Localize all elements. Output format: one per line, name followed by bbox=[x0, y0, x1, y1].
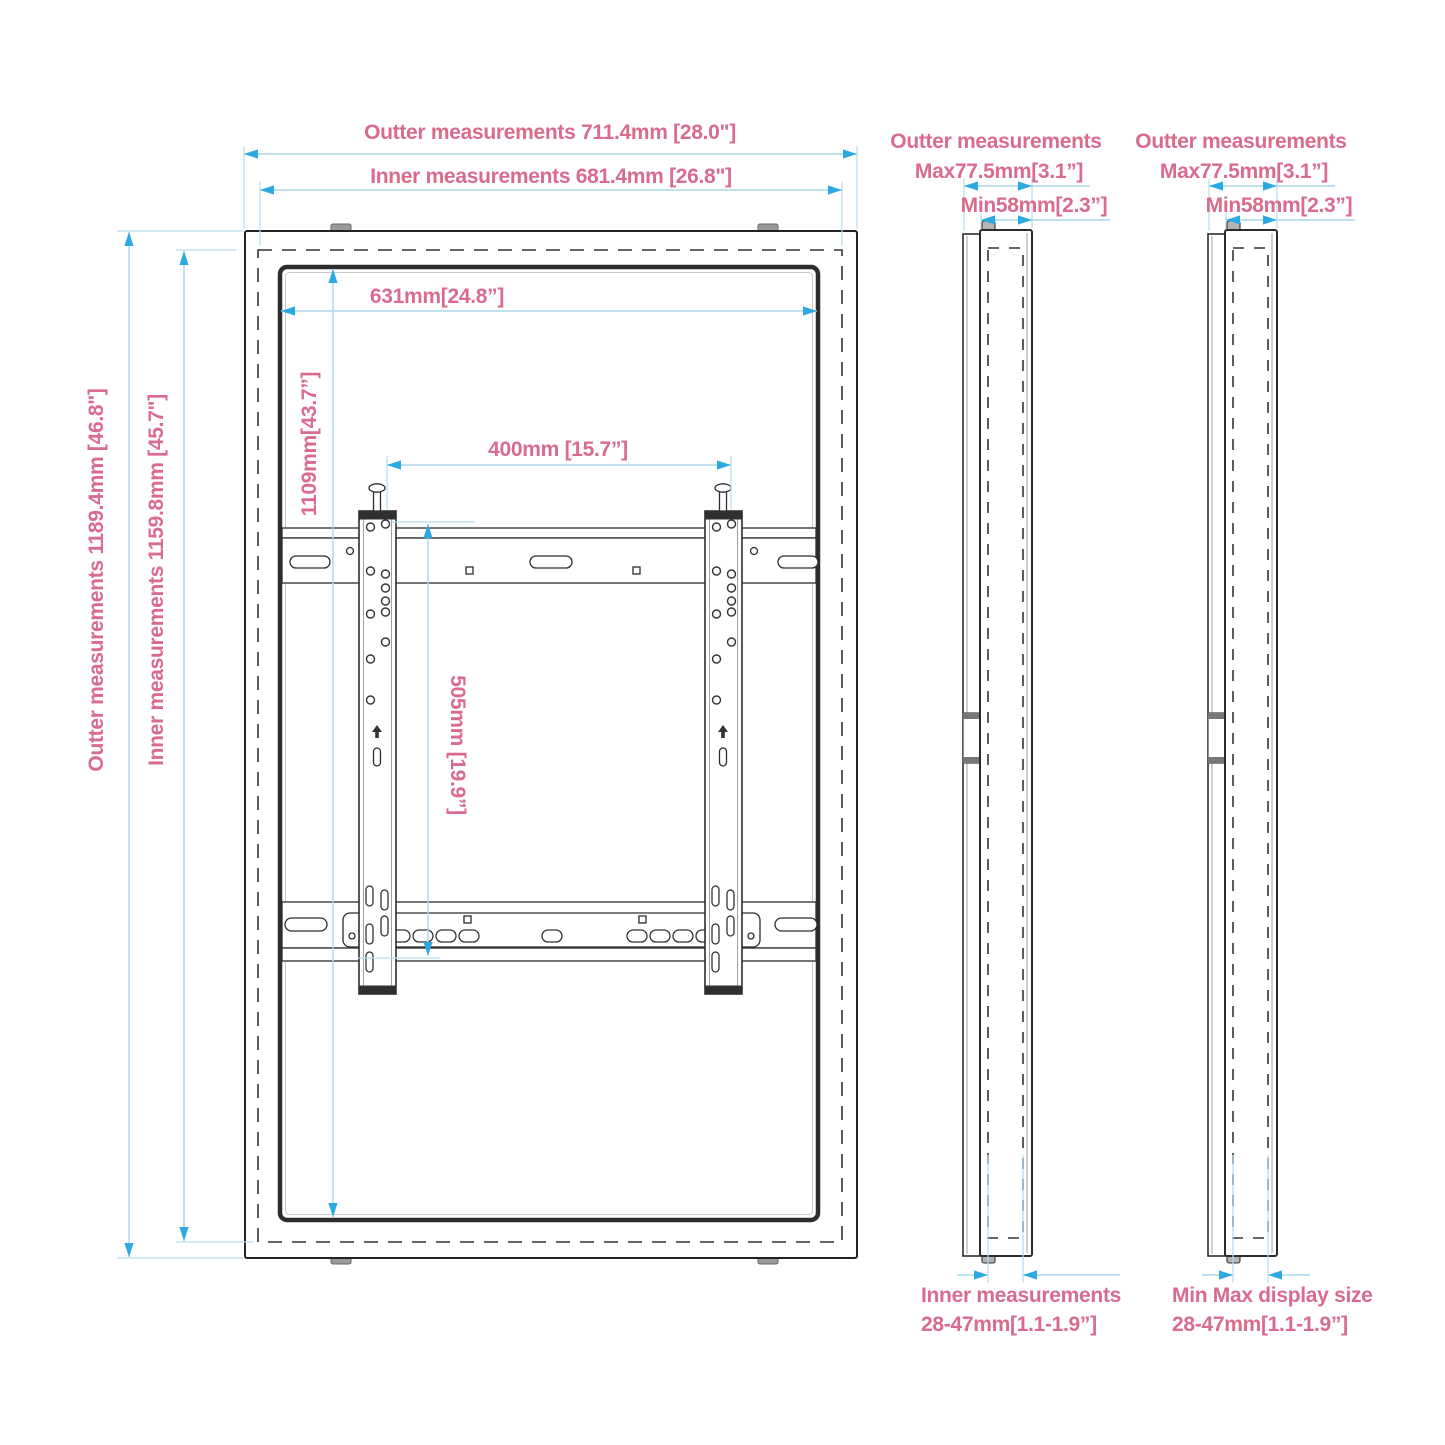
dim-top-inner-label: Inner measurements 681.4mm [26.8"] bbox=[370, 165, 732, 188]
dim-vesa-height: 505mm [19.9”] bbox=[358, 521, 475, 959]
dim-top-outer-label: Outter measurements 711.4mm [28.0"] bbox=[364, 121, 736, 144]
enclosure-dashed-outline bbox=[257, 249, 843, 1243]
vesa-bracket-right bbox=[704, 482, 743, 995]
side-right-bottom-label-line2: 28-47mm[1.1-1.9”] bbox=[1172, 1313, 1348, 1336]
side-right-depth-title: Outter measurements bbox=[1135, 130, 1346, 153]
dim-top-inner: Inner measurements 681.4mm [26.8"] bbox=[259, 165, 843, 246]
dim-left-inner: Inner measurements 1159.8mm [45.7"] bbox=[145, 249, 253, 1243]
dim-left-inner-label: Inner measurements 1159.8mm [45.7"] bbox=[145, 394, 168, 766]
side-view-left bbox=[962, 220, 1033, 1264]
dim-top-outer: Outter measurements 711.4mm [28.0"] bbox=[243, 121, 858, 229]
dim-side-right-depth: Outter measurements Max77.5mm[3.1”] Min5… bbox=[1135, 130, 1355, 231]
side-left-bottom-label-line2: 28-47mm[1.1-1.9”] bbox=[921, 1313, 1097, 1336]
dim-left-outer: Outter measurements 1189.4mm [46.8"] bbox=[85, 230, 243, 1259]
dim-left-outer-label: Outter measurements 1189.4mm [46.8"] bbox=[85, 388, 108, 771]
dim-inner-width: 631mm[24.8”] bbox=[281, 285, 817, 316]
side-left-bottom-label-line1: Inner measurements bbox=[921, 1284, 1121, 1307]
dim-vesa-width-label: 400mm [15.7”] bbox=[488, 438, 628, 461]
side-right-bottom-label-line1: Min Max display size bbox=[1172, 1284, 1373, 1307]
side-right-depth-min-label: Min58mm[2.3”] bbox=[1206, 194, 1353, 217]
display-frame bbox=[277, 264, 821, 1223]
front-view bbox=[244, 223, 858, 1265]
side-left-depth-title: Outter measurements bbox=[890, 130, 1101, 153]
dim-vesa-height-label: 505mm [19.9”] bbox=[446, 675, 469, 815]
dim-inner-height: 1109mm[43.7”] bbox=[298, 269, 338, 1217]
side-right-depth-max-label: Max77.5mm[3.1”] bbox=[1160, 160, 1328, 183]
dim-inner-height-label: 1109mm[43.7”] bbox=[298, 372, 321, 516]
dim-side-left-depth: Outter measurements Max77.5mm[3.1”] Min5… bbox=[890, 130, 1110, 231]
dim-side-left-bottom: Inner measurements 28-47mm[1.1-1.9”] bbox=[921, 1155, 1121, 1336]
side-left-depth-max-label: Max77.5mm[3.1”] bbox=[915, 160, 1083, 183]
side-view-right bbox=[1207, 220, 1278, 1264]
dim-inner-width-label: 631mm[24.8”] bbox=[370, 285, 504, 308]
dim-side-right-bottom: Min Max display size 28-47mm[1.1-1.9”] bbox=[1172, 1155, 1373, 1336]
side-left-depth-min-label: Min58mm[2.3”] bbox=[961, 194, 1108, 217]
dim-vesa-width: 400mm [15.7”] bbox=[386, 438, 732, 509]
display-frame-inner-edge bbox=[285, 272, 813, 1215]
vesa-bracket-left bbox=[358, 482, 397, 995]
